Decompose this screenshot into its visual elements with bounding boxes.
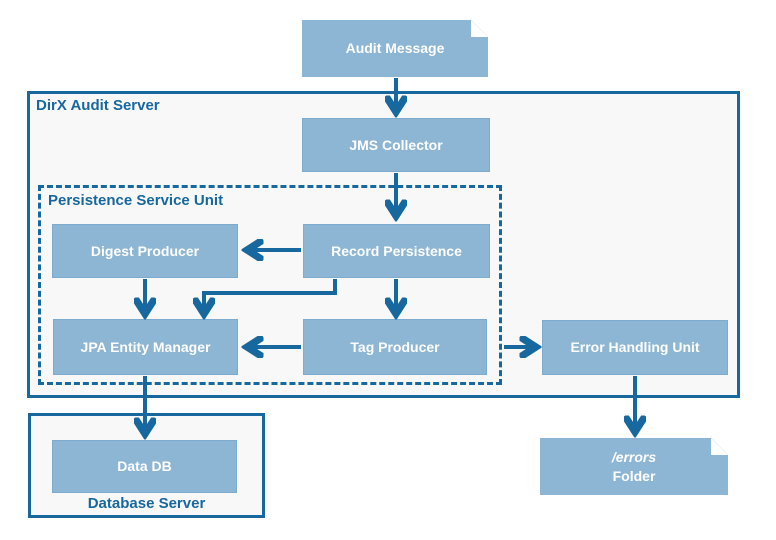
- node-record-persistence: Record Persistence: [303, 224, 490, 278]
- errors-folder-path-label: /errors: [611, 448, 657, 465]
- digest-producer-label: Digest Producer: [90, 242, 200, 259]
- group-persistence-service-unit: Persistence Service Unit: [38, 185, 502, 385]
- node-data-db: Data DB: [52, 440, 237, 493]
- node-digest-producer: Digest Producer: [52, 224, 238, 278]
- note-fold-icon: [711, 438, 728, 455]
- data-db-label: Data DB: [117, 458, 172, 474]
- tag-producer-label: Tag Producer: [350, 338, 440, 355]
- node-error-handling-unit: Error Handling Unit: [542, 320, 728, 375]
- error-handling-unit-label: Error Handling Unit: [570, 339, 700, 355]
- note-fold-icon: [471, 20, 488, 37]
- persistence-service-unit-label: Persistence Service Unit: [48, 192, 224, 209]
- node-jpa-entity-manager: JPA Entity Manager: [53, 319, 238, 375]
- audit-message-label: Audit Message: [345, 40, 445, 56]
- database-server-label: Database Server: [87, 495, 206, 512]
- node-tag-producer: Tag Producer: [303, 319, 487, 375]
- dirx-audit-server-label: DirX Audit Server: [36, 97, 160, 114]
- errors-folder-label: Folder: [612, 467, 656, 484]
- jms-collector-label: JMS Collector: [349, 136, 443, 153]
- node-jms-collector: JMS Collector: [302, 118, 490, 172]
- record-persistence-label: Record Persistence: [331, 242, 462, 259]
- node-errors-folder: /errors Folder: [540, 438, 728, 495]
- jpa-entity-manager-label: JPA Entity Manager: [80, 338, 211, 355]
- node-audit-message: Audit Message: [302, 20, 488, 77]
